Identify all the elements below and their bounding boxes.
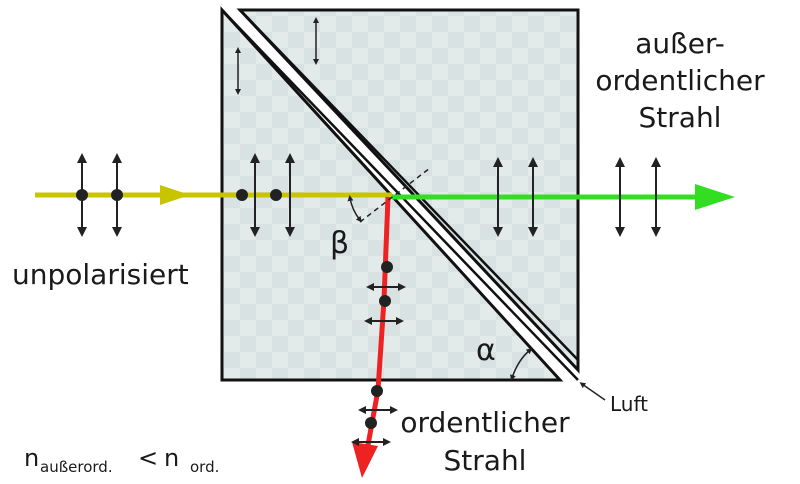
condition-sub-ordinary: ord. (190, 458, 219, 476)
extraordinary-label-line2: ordentlicher (595, 64, 765, 97)
beta-angle-arc (347, 195, 362, 223)
condition-n-ordinary: n (164, 444, 179, 472)
polarization-dot (365, 417, 377, 429)
polarization-dot (76, 189, 88, 201)
polarization-dot (381, 261, 393, 273)
condition-n-extraordinary: n (24, 444, 39, 472)
alpha-label: α (476, 333, 496, 368)
condition-less-than: < (138, 444, 158, 472)
air-gap-line (239, 9, 579, 361)
polarization-dot (270, 189, 282, 201)
polarization-dot (236, 189, 248, 201)
unpolarized-label: unpolarisiert (12, 258, 189, 291)
extraordinary-beam-arrowhead (695, 184, 735, 210)
alpha-angle-arc (510, 348, 533, 381)
normal-dashed-line (359, 167, 431, 223)
prism-upper-right (236, 8, 580, 374)
polarization-dot (371, 385, 383, 397)
air-pointer-line (579, 382, 606, 401)
incident-beam-arrowhead (160, 185, 190, 205)
condition-sub-extraordinary: außerord. (40, 458, 113, 476)
ordinary-beam-arrowhead (352, 442, 378, 478)
extraordinary-label-line3: Strahl (639, 101, 722, 134)
polarization-dot (111, 189, 123, 201)
polarization-dot (379, 295, 391, 307)
ordinary-label-line2: Strahl (444, 444, 527, 477)
ordinary-label-line1: ordentlicher (400, 406, 570, 439)
extraordinary-label-line1: außer- (635, 27, 725, 60)
beta-label: β (330, 226, 349, 261)
air-label: Luft (610, 392, 648, 416)
